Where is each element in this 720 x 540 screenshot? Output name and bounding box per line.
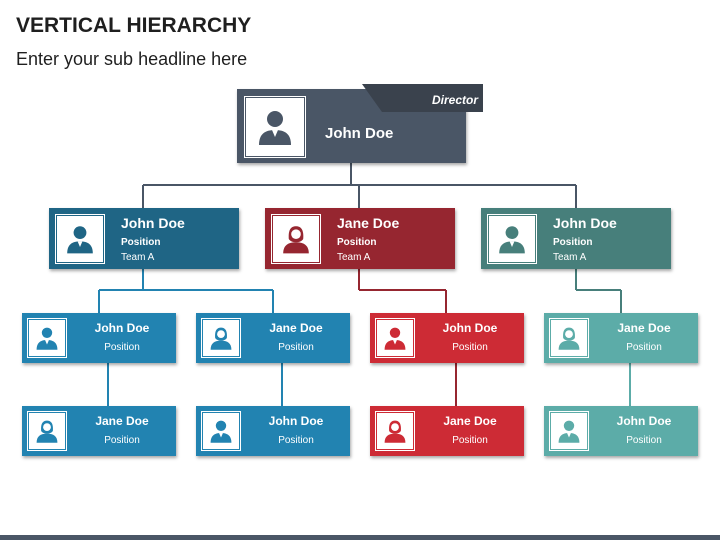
member-position: Position [104,342,140,353]
avatar-frame [55,214,105,264]
team-lead-card-2[interactable]: Jane Doe Position Team A [265,208,455,269]
avatar-frame [549,411,589,451]
male-avatar-icon [377,320,413,356]
avatar-frame [27,411,67,451]
avatar-frame [244,96,306,158]
avatar-frame [487,214,537,264]
team-lead-position: Position [553,237,593,248]
avatar-frame [375,411,415,451]
member-position: Position [452,342,488,353]
footer-bar [0,535,720,540]
male-avatar-icon [57,216,103,262]
member-position: Position [104,435,140,446]
female-avatar-icon [273,216,319,262]
member-card[interactable]: Jane Doe Position [196,313,350,363]
member-name: Jane Doe [443,414,497,428]
male-avatar-icon [203,413,239,449]
avatar-frame [201,318,241,358]
male-avatar-icon [489,216,535,262]
member-name: Jane Doe [269,321,323,335]
male-avatar-icon [29,320,65,356]
member-name: John Doe [616,414,672,428]
member-card[interactable]: Jane Doe Position [370,406,524,456]
page-subtitle: Enter your sub headline here [16,49,248,69]
member-position: Position [452,435,488,446]
member-name: John Doe [268,414,324,428]
member-card[interactable]: John Doe Position [196,406,350,456]
female-avatar-icon [377,413,413,449]
female-avatar-icon [551,320,587,356]
member-position: Position [278,342,314,353]
team-1-connectors [98,269,283,406]
team-lead-position: Position [337,237,377,248]
role-tag [362,84,483,112]
member-card[interactable]: John Doe Position [544,406,698,456]
team-lead-position: Position [121,237,161,248]
avatar-frame [27,318,67,358]
member-card[interactable]: Jane Doe Position [544,313,698,363]
avatar-frame [375,318,415,358]
member-name: John Doe [94,321,150,335]
male-avatar-icon [246,98,304,156]
member-card[interactable]: John Doe Position [370,313,524,363]
team-lead-card-1[interactable]: John Doe Position Team A [49,208,239,269]
team-lead-card-3[interactable]: John Doe Position Team A [481,208,671,269]
team-lead-team: Team A [337,252,371,263]
member-position: Position [278,435,314,446]
male-avatar-icon [551,413,587,449]
team-3-connectors [575,269,622,313]
team-lead-team: Team A [553,252,587,263]
team-lead-name: John Doe [553,215,617,231]
member-name: Jane Doe [617,321,671,335]
avatar-frame [549,318,589,358]
member-position: Position [626,342,662,353]
team-lead-name: John Doe [121,215,185,231]
avatar-frame [201,411,241,451]
member-card[interactable]: Jane Doe Position [22,406,176,456]
member-name: John Doe [442,321,498,335]
female-avatar-icon [203,320,239,356]
page-title: VERTICAL HIERARCHY [16,14,252,37]
director-name: John Doe [325,125,394,142]
avatar-frame [271,214,321,264]
team-2-connectors [358,269,457,406]
director-connectors [142,163,577,208]
team-lead-team: Team A [121,252,155,263]
female-avatar-icon [29,413,65,449]
member-name: Jane Doe [95,414,149,428]
member-card[interactable]: John Doe Position [22,313,176,363]
member-position: Position [626,435,662,446]
director-role: Director [431,93,478,107]
team-lead-name: Jane Doe [337,215,400,231]
